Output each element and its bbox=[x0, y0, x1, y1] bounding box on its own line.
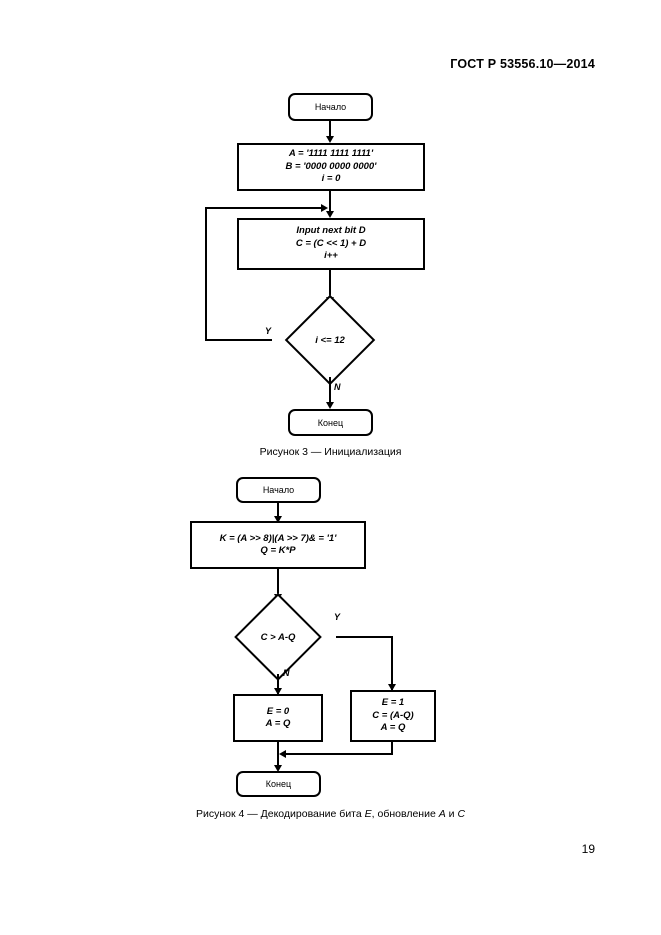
fig4-yes-vertical bbox=[391, 636, 393, 690]
fig4-no-vertical bbox=[277, 674, 279, 694]
fig3-start-label: Начало bbox=[314, 102, 347, 112]
page-number: 19 bbox=[581, 842, 595, 856]
fig3-connector-loop-to-decision bbox=[329, 270, 331, 300]
fig3-arrow-decision-to-end bbox=[326, 402, 334, 409]
figure-3-caption-text: Рисунок 3 — Инициализация bbox=[259, 446, 402, 458]
fig4-no-line2: A = Q bbox=[265, 718, 291, 729]
fig4-yes-line3: A = Q bbox=[380, 722, 406, 734]
fig3-decision-diamond: i <= 12 bbox=[270, 294, 390, 386]
fig3-init-line1: A = '1111 1111 1111' bbox=[288, 148, 374, 160]
fig4-yes-arrow bbox=[388, 684, 396, 691]
fig3-init-process: A = '1111 1111 1111' B = '0000 0000 0000… bbox=[237, 143, 425, 191]
fig3-connector-start-to-init bbox=[329, 121, 331, 138]
figure-4-caption-mid: , обновление bbox=[371, 808, 439, 820]
fig3-branch-label-no: N bbox=[334, 382, 341, 392]
fig4-yes-horizontal bbox=[336, 636, 393, 638]
figure-3-caption: Рисунок 3 — Инициализация bbox=[0, 446, 661, 458]
fig4-end-terminator: Конец bbox=[236, 771, 321, 797]
figure-4-caption: Рисунок 4 — Декодирование бита E, обновл… bbox=[0, 808, 661, 820]
figure-4-caption-var-a: A bbox=[438, 808, 446, 820]
fig3-feedback-horizontal-bottom bbox=[205, 339, 272, 341]
fig3-connector-decision-to-end bbox=[329, 377, 331, 405]
fig3-branch-label-yes: Y bbox=[265, 326, 272, 336]
fig4-compute-process: K = (A >> 8)|(A >> 7)& = '1' Q = K*P bbox=[190, 521, 366, 569]
fig4-merge-horizontal bbox=[286, 753, 393, 755]
fig4-arrow-start-to-compute bbox=[274, 516, 282, 523]
fig3-loop-body-process: Input next bit D C = (C << 1) + D i++ bbox=[237, 218, 425, 270]
fig4-connector-compute-to-decision bbox=[277, 569, 279, 597]
figure-4-caption-prefix: Рисунок 4 — Декодирование бита bbox=[195, 808, 365, 820]
fig4-branch-yes-process: E = 1 C = (A-Q) A = Q bbox=[350, 690, 436, 742]
fig3-arrow-start-to-init bbox=[326, 136, 334, 143]
fig3-decision-condition: i <= 12 bbox=[315, 334, 345, 346]
figure-4: Начало K = (A >> 8)|(A >> 7)& = '1' Q = … bbox=[0, 477, 661, 820]
fig3-feedback-vertical bbox=[205, 207, 207, 341]
fig3-init-line3: i = 0 bbox=[321, 173, 341, 185]
fig3-end-terminator: Конец bbox=[288, 409, 373, 436]
fig4-branch-label-yes: Y bbox=[334, 612, 341, 622]
fig3-arrow-init-to-loop bbox=[326, 211, 334, 218]
fig3-start-terminator: Начало bbox=[288, 93, 373, 121]
fig3-connector-init-to-loop bbox=[329, 191, 331, 213]
fig4-merge-right-vertical bbox=[391, 742, 393, 755]
fig3-end-label: Конец bbox=[317, 417, 344, 428]
fig4-branch-label-no: N bbox=[283, 668, 290, 678]
fig4-end-label: Конец bbox=[265, 779, 292, 789]
fig4-yes-line2: C = (A-Q) bbox=[372, 709, 414, 721]
fig4-no-arrow bbox=[274, 688, 282, 695]
figure-4-caption-and: и bbox=[445, 808, 458, 820]
fig4-arrow-merge-to-end bbox=[274, 765, 282, 772]
fig4-decision-diamond: C > A-Q bbox=[218, 593, 338, 681]
figure-4-caption-var-c: C bbox=[457, 808, 466, 820]
fig4-decision-condition: C > A-Q bbox=[260, 631, 296, 643]
fig4-compute-line2: Q = K*P bbox=[260, 545, 296, 556]
fig3-loop-line3: i++ bbox=[324, 250, 338, 262]
fig4-start-terminator: Начало bbox=[236, 477, 321, 503]
fig4-connector-start-to-compute bbox=[277, 503, 279, 521]
fig3-feedback-arrow bbox=[321, 204, 328, 212]
fig3-loop-line1: Input next bit D bbox=[296, 225, 366, 237]
fig4-branch-no-process: E = 0 A = Q bbox=[233, 694, 323, 742]
fig4-no-line1: E = 0 bbox=[266, 705, 290, 717]
figure-3: Начало A = '1111 1111 1111' B = '0000 00… bbox=[0, 93, 661, 458]
fig3-feedback-horizontal-top bbox=[205, 207, 323, 209]
fig3-loop-line2: C = (C << 1) + D bbox=[295, 237, 367, 249]
fig3-init-line2: B = '0000 0000 0000' bbox=[285, 160, 377, 172]
fig4-connector-merge-to-end bbox=[277, 742, 279, 770]
fig4-compute-line1: K = (A >> 8)|(A >> 7)& = '1' bbox=[219, 532, 337, 544]
figure-4-caption-var-e: E bbox=[364, 808, 372, 820]
fig4-merge-arrow bbox=[279, 750, 286, 758]
fig4-start-label: Начало bbox=[262, 485, 295, 495]
fig4-yes-line1: E = 1 bbox=[381, 697, 405, 709]
document-header-standard-number: ГОСТ Р 53556.10—2014 bbox=[450, 57, 595, 71]
